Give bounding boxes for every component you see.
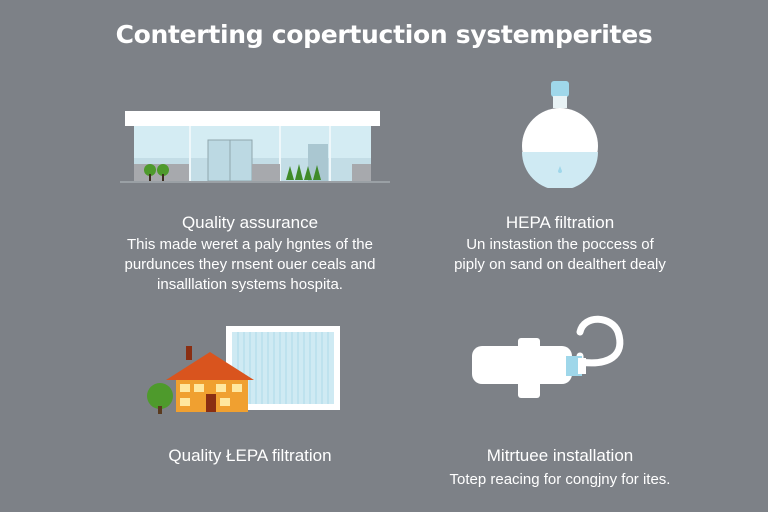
card-title: HEPA filtration [505, 213, 615, 232]
building-roof [125, 111, 380, 126]
card-description-line: Un instastion the poccess of [466, 236, 654, 253]
tree-icon [144, 164, 169, 181]
house-door [206, 394, 216, 412]
flask-illustration [522, 81, 598, 188]
building-illustration [120, 111, 390, 183]
page-title: Conterting copertuction systemperites [115, 20, 653, 49]
house-filter-illustration [147, 326, 340, 414]
flask-cap [551, 81, 569, 97]
card-hepa-filtration: HEPA filtration Un instastion the pocces… [420, 212, 700, 275]
card-title: Quality assurance [181, 213, 319, 232]
tree-icon [147, 383, 173, 414]
card-description-line: purdunces they rnsent ouer ceals and [124, 256, 376, 273]
card-description-line: Totep reacing for congjny for ites. [449, 471, 671, 488]
card-title: Quality ŁEPA filtration [168, 446, 332, 465]
card-title: Mitrtuee installation [486, 446, 634, 465]
pipe-hook [576, 315, 624, 367]
card-description-line: insalllation systems hospita. [157, 276, 343, 293]
card-quality-assurance: Quality assurance This made weret a paly… [80, 212, 420, 295]
card-quality-hepa-filtration: Quality ŁEPA filtration [110, 445, 390, 467]
card-mitrtuee-installation: Mitrtuee installation Totep reacing for … [410, 445, 710, 490]
pipe-illustration [472, 315, 624, 398]
house-icon [166, 346, 254, 412]
card-description-line: This made weret a paly hgntes of the [127, 236, 373, 253]
shrub-icon [286, 164, 321, 180]
card-description-line: piply on sand on dealthert dealy [454, 256, 666, 273]
